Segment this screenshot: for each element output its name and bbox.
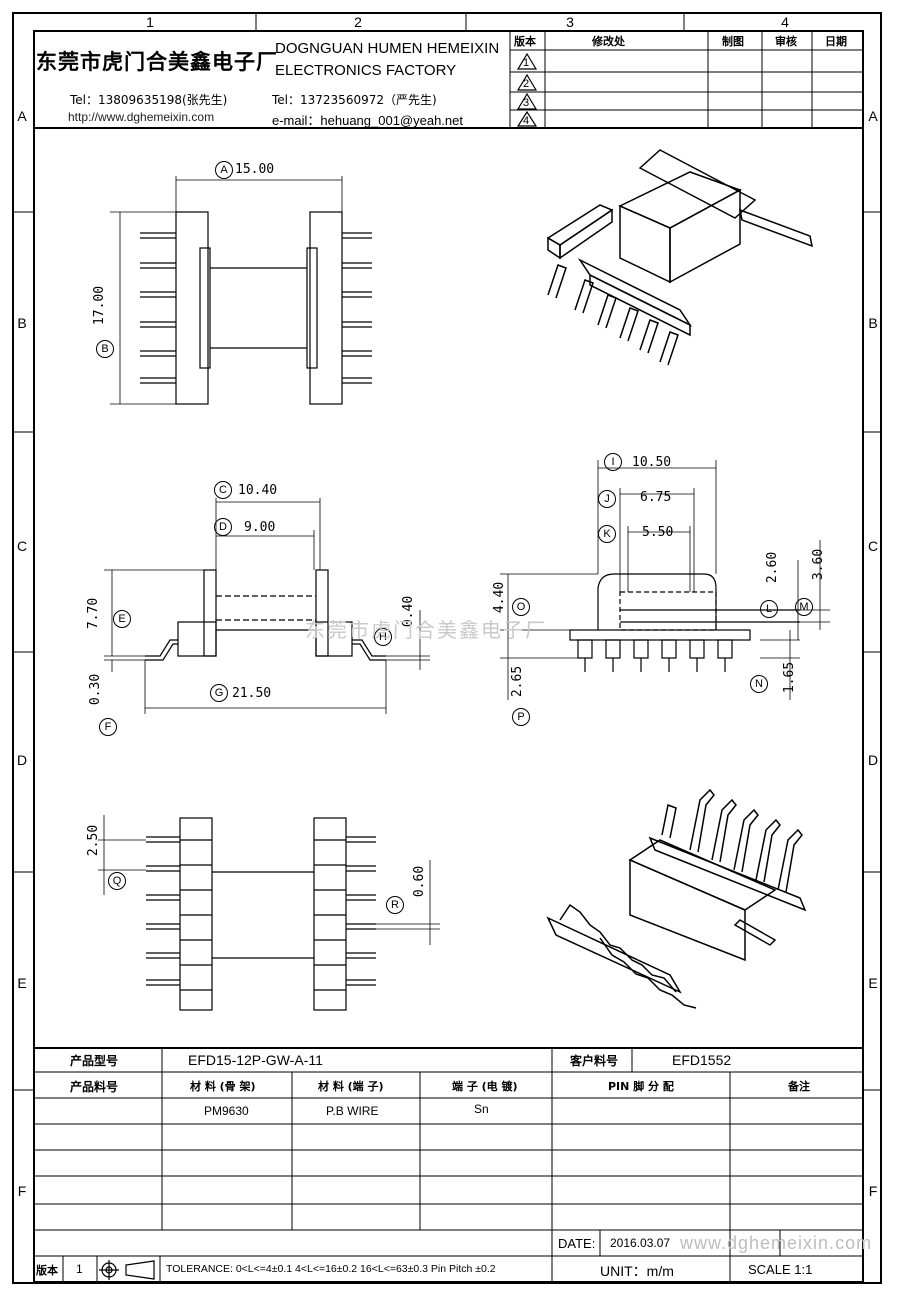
unit-text: UNIT：m/m: [600, 1263, 674, 1279]
zone-col-1: 1: [146, 14, 154, 30]
product-model-label: 产品型号: [70, 1054, 119, 1068]
dim-value-o: 4.40: [492, 581, 508, 614]
rev-col-change: 修改处: [592, 35, 625, 48]
dim-value-e: 7.70: [86, 597, 102, 630]
zone-row-b-left: B: [17, 315, 27, 331]
dim-value-k: 5.50: [642, 525, 674, 540]
material-pin-label: 材 料 (端 子): [318, 1080, 384, 1093]
zone-row-b-right: B: [868, 315, 878, 331]
dim-label-a: A: [215, 161, 233, 179]
dim-value-l: 2.60: [765, 551, 781, 584]
rev-col-version: 版本: [514, 35, 536, 48]
material-bobbin-label: 材 料 (骨 架): [190, 1080, 256, 1093]
projection-symbol: [99, 1260, 155, 1280]
dim-value-c: 10.40: [238, 483, 278, 498]
watermark-url: www.dghemeixin.com: [680, 1233, 873, 1253]
zone-row-f-left: F: [17, 1183, 27, 1199]
dim-label-f: F: [99, 718, 117, 736]
zone-row-d-right: D: [867, 752, 879, 768]
dim-label-c: C: [214, 481, 232, 499]
zone-row-d-left: D: [16, 752, 28, 768]
company-name-cn: 东莞市虎门合美鑫电子厂: [36, 50, 278, 74]
email-link[interactable]: e-mail：hehuang_001@yeah.net: [272, 113, 463, 128]
dim-label-o: O: [512, 598, 530, 616]
scale-text: SCALE 1:1: [748, 1262, 813, 1277]
dim-label-l: L: [760, 600, 778, 618]
dim-label-r: R: [386, 896, 404, 914]
material-pin-value: P.B WIRE: [326, 1104, 379, 1118]
rev-mark-2: 2: [523, 78, 530, 90]
dim-label-i: I: [604, 453, 622, 471]
version-label: 版本: [36, 1264, 58, 1277]
zone-col-3: 3: [566, 14, 574, 30]
date-label: DATE:: [558, 1236, 596, 1251]
dim-label-m: M: [795, 598, 813, 616]
rev-col-review: 审核: [775, 35, 797, 48]
zone-row-c-right: C: [867, 538, 879, 554]
dim-value-i: 10.50: [632, 455, 672, 470]
dim-value-b: 17.00: [92, 285, 108, 326]
rev-mark-3: 3: [523, 97, 530, 109]
watermark-company: 东莞市虎门合美鑫电子厂: [305, 618, 547, 642]
product-model-value: EFD15-12P-GW-A-11: [188, 1052, 323, 1068]
dim-value-f: 0.30: [88, 673, 104, 706]
rev-col-draw: 制图: [722, 35, 744, 48]
dim-label-h: H: [374, 628, 392, 646]
zone-col-4: 4: [781, 14, 789, 30]
dim-value-d: 9.00: [244, 520, 276, 535]
company-name-en-1: DOGNGUAN HUMEN HEMEIXIN: [275, 40, 500, 57]
plating-label: 端 子 (电 镀): [452, 1080, 518, 1093]
plating-value: Sn: [474, 1102, 489, 1116]
dim-value-q: 2.50: [86, 824, 102, 857]
dim-label-d: D: [214, 518, 232, 536]
rev-mark-4: 4: [523, 115, 530, 127]
dim-label-p: P: [512, 708, 530, 726]
material-bobbin-value: PM9630: [204, 1104, 249, 1118]
outer-border: [12, 12, 882, 1284]
product-part-label: 产品料号: [70, 1080, 119, 1094]
dim-value-p: 2.65: [510, 665, 526, 698]
zone-row-e-left: E: [17, 975, 27, 991]
zone-row-e-right: E: [868, 975, 878, 991]
tel-yan: Tel：13723560972（严先生): [272, 93, 437, 107]
zone-row-a-right: A: [868, 108, 878, 124]
rev-col-date: 日期: [825, 35, 847, 48]
customer-part-value: EFD1552: [672, 1052, 732, 1068]
dim-label-n: N: [750, 675, 768, 693]
tolerance-text: TOLERANCE: 0<L<=4±0.1 4<L<=16±0.2 16<L<=…: [166, 1263, 496, 1275]
date-value: 2016.03.07: [610, 1236, 671, 1250]
dim-label-g: G: [210, 684, 228, 702]
dim-value-g: 21.50: [232, 686, 272, 701]
dim-label-b: B: [96, 340, 114, 358]
inner-border: [33, 30, 864, 1283]
remark-label: 备注: [788, 1080, 810, 1093]
dim-value-m: 3.60: [811, 548, 827, 581]
dim-value-r: 0.60: [412, 865, 428, 898]
website-link[interactable]: http://www.dghemeixin.com: [68, 110, 215, 124]
customer-part-label: 客户料号: [570, 1054, 619, 1068]
zone-row-f-right: F: [868, 1183, 878, 1199]
dim-label-j: J: [598, 490, 616, 508]
dim-value-j: 6.75: [640, 490, 672, 505]
pin-assign-label: PIN 脚 分 配: [608, 1080, 674, 1093]
dim-value-n: 1.65: [782, 661, 798, 694]
dim-label-k: K: [598, 525, 616, 543]
dim-value-a: 15.00: [235, 162, 275, 177]
dim-label-q: Q: [108, 872, 126, 890]
zone-row-a-left: A: [17, 108, 27, 124]
version-value: 1: [76, 1262, 83, 1276]
rev-mark-1: 1: [523, 57, 530, 69]
tel-zhang: Tel：13809635198(张先生): [70, 93, 228, 107]
dim-label-e: E: [113, 610, 131, 628]
company-name-en-2: ELECTRONICS FACTORY: [275, 62, 457, 79]
zone-row-c-left: C: [16, 538, 28, 554]
zone-col-2: 2: [354, 14, 362, 30]
